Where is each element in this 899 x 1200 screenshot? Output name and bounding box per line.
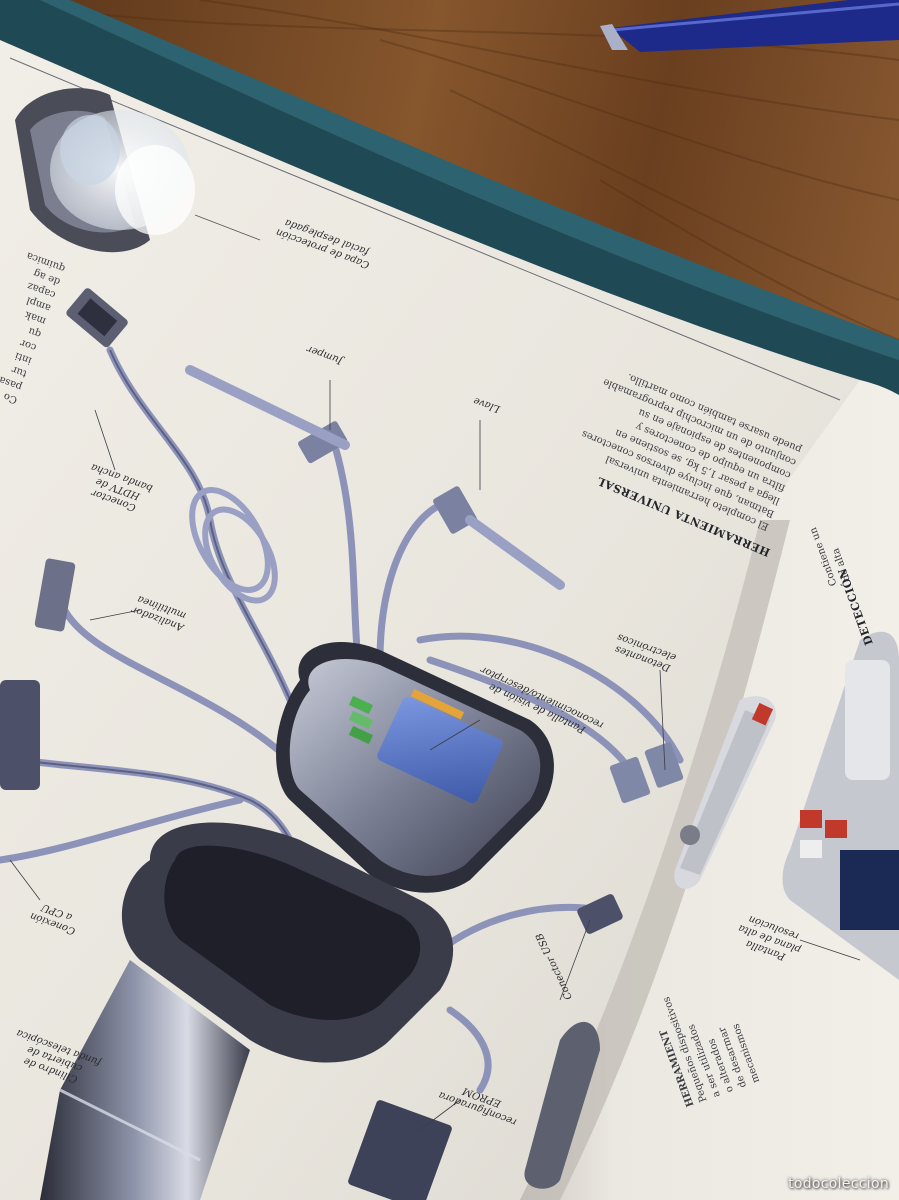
- device-screen: [377, 697, 503, 803]
- main-device: [276, 641, 554, 893]
- right-page-devices: [524, 631, 899, 1189]
- watermark: todocoleccion: [788, 1176, 889, 1192]
- pen: [600, 0, 899, 52]
- face-guard-illustration: [15, 88, 195, 253]
- device-cylinder: [40, 822, 454, 1200]
